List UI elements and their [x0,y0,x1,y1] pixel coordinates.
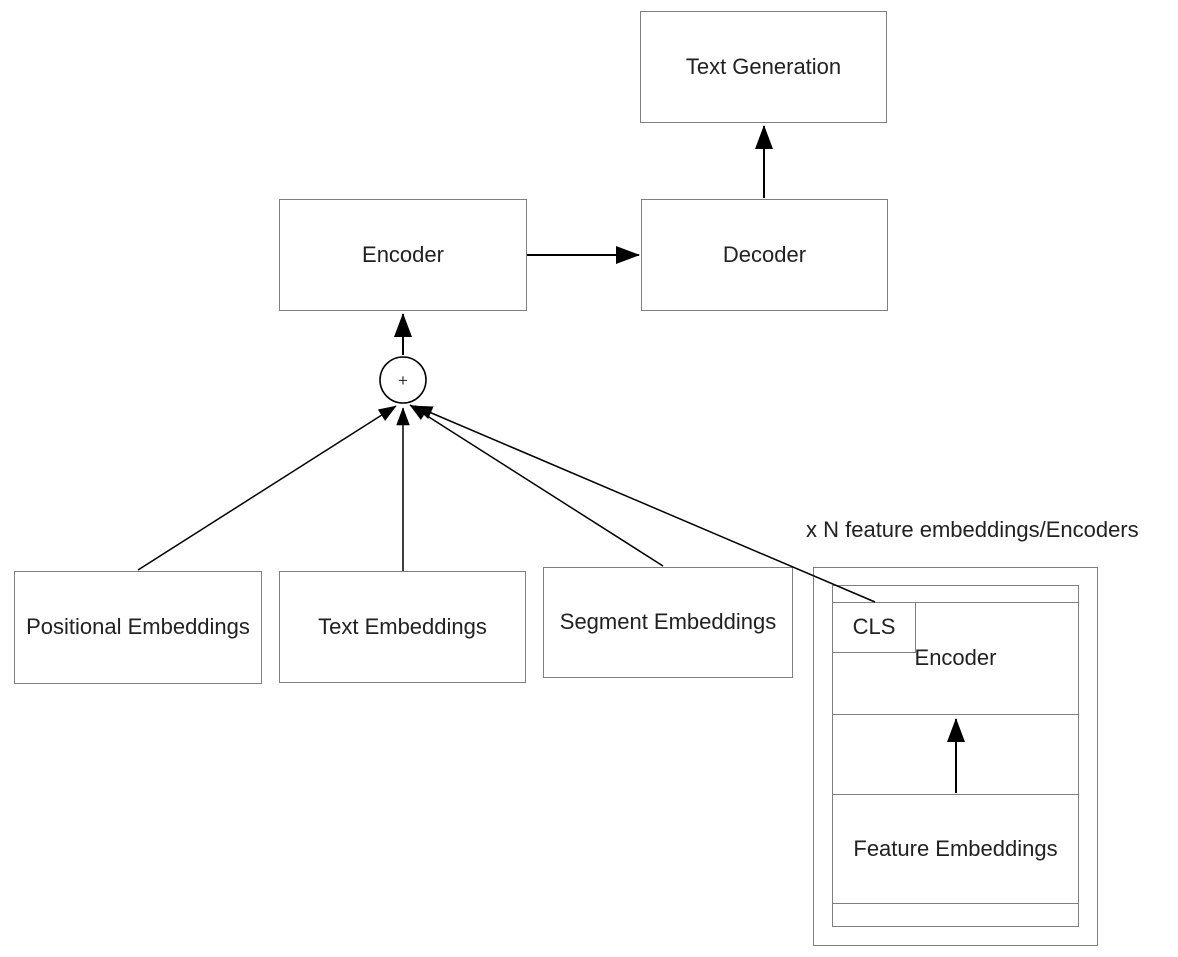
feature-encoder-label: Encoder [914,645,997,671]
cls-box: CLS [832,602,916,653]
decoder-box: Decoder [641,199,888,311]
repeat-note: x N feature embeddings/Encoders [806,517,1139,542]
encoder-label: Encoder [362,241,444,267]
cls-label: CLS [852,614,896,640]
text-generation-box: Text Generation [640,11,887,123]
sum-node-circle [379,356,427,404]
decoder-label: Decoder [722,241,807,267]
segment-embeddings-box: Segment Embeddings [543,567,793,678]
feature-embeddings-label: Feature Embeddings [853,835,1058,861]
encoder-box: Encoder [279,199,527,311]
text-embeddings-label: Text Embeddings [318,613,487,639]
plus-operator: + [398,371,408,390]
positional-embeddings-box: Positional Embeddings [14,571,262,684]
segment-embeddings-label: Segment Embeddings [559,609,777,635]
feature-embeddings-box: Feature Embeddings [832,794,1079,904]
arrow-positional-to-sum [137,405,397,571]
text-embeddings-box: Text Embeddings [279,571,526,683]
arrow-segment-to-sum [409,404,664,567]
positional-embeddings-label: Positional Embeddings [26,614,250,640]
text-generation-label: Text Generation [685,53,842,79]
